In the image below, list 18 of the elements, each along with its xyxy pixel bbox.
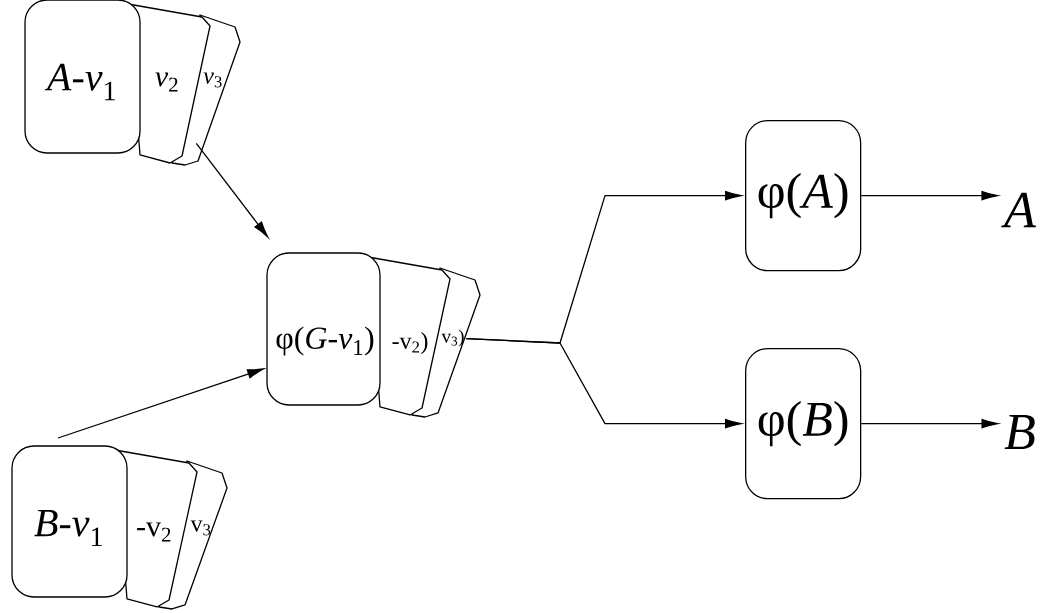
result-label: B [1004, 414, 1035, 450]
arrow [465, 338, 742, 429]
stack-label: -v$_{2}$ [137, 522, 171, 542]
rounded-box: φ(B) [745, 348, 862, 500]
result-label: A [1001, 192, 1036, 228]
arrow [57, 368, 264, 439]
arrow [860, 418, 999, 429]
stack-label: A-v$_{1}$ [44, 63, 115, 101]
stack-label: v$_{3}$ [190, 520, 211, 536]
stack-label: φ(G-v$_{1}$) [276, 326, 374, 356]
arrow [860, 190, 999, 201]
arrow [195, 142, 269, 238]
stack-label: B-v$_{1}$ [34, 509, 102, 547]
stack-label: v$_{3}$ [203, 72, 222, 88]
stack-label: -v$_{2}$) [392, 332, 428, 354]
stack-label: v$_{3}$) [441, 329, 464, 347]
stack-label: v$_{2}$ [155, 72, 178, 92]
rounded-box: φ(A) [745, 120, 862, 272]
